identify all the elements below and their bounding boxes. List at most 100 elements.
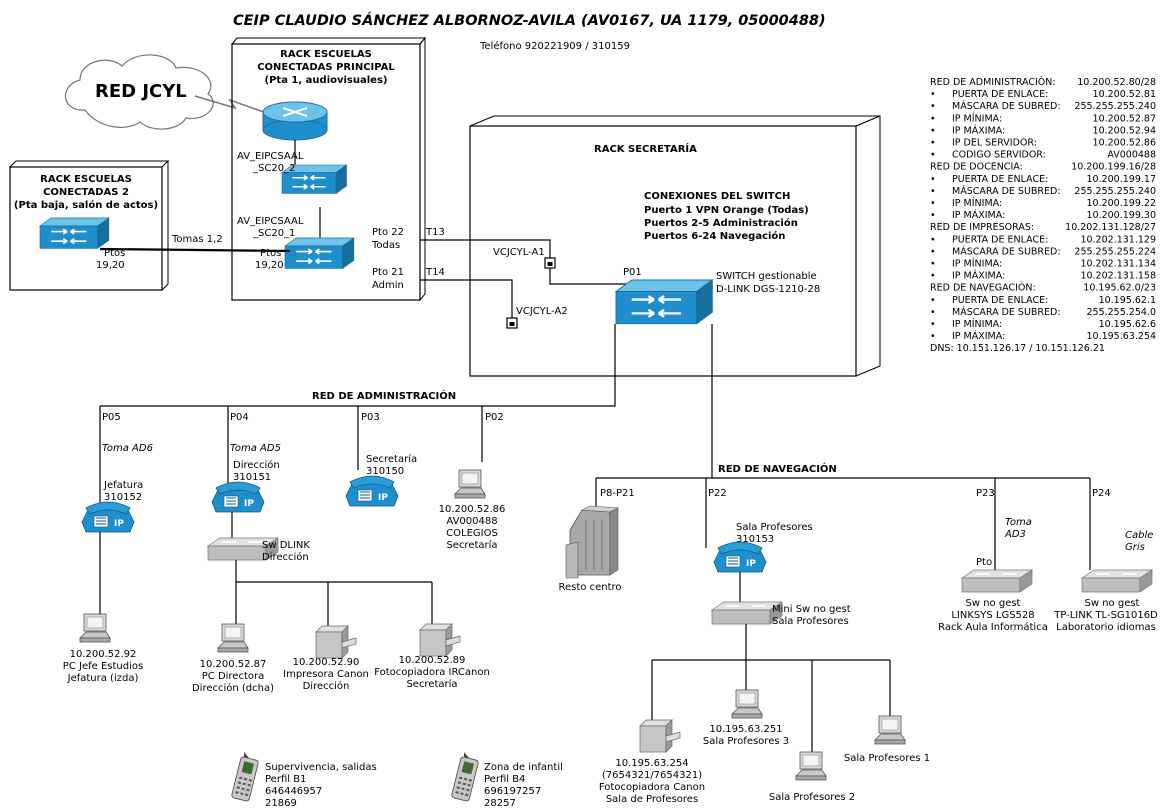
mobile2-l3: 696197257 [484, 786, 541, 797]
server-ip: 10.200.52.86 [439, 504, 506, 515]
switch-label-sc20-1b: _SC20_1 [252, 228, 295, 239]
switch-icon-tplink [1081, 569, 1153, 593]
pc-directora-name: PC Directora [202, 671, 265, 682]
net-info-value: 10.200.52.81 [1093, 89, 1156, 100]
copier-sala-pwd: (7654321/7654321) [602, 770, 702, 781]
mobile-phone-icon-b1 [230, 751, 260, 803]
t13-label: T13 [425, 227, 445, 238]
net-info-label: PUERTA DE ENLACE: [952, 295, 1048, 306]
net-info-label: PUERTA DE ENLACE: [952, 89, 1048, 100]
network-info-list: RED DE ADMINISTRACIÓN:10.200.52.80/28•PU… [930, 76, 1156, 354]
ptos-left-label2: 19,20 [96, 260, 125, 271]
pc-icon-jefe [79, 613, 111, 643]
switch-name-l2: D-LINK DGS-1210-28 [716, 284, 820, 295]
rack2-line1: RACK ESCUELAS [40, 174, 132, 185]
mobile1-l1: Supervivencia, salidas [265, 762, 377, 773]
rack-principal-line3: (Pta 1, audiovisuales) [265, 75, 388, 86]
ptos-left-label1: Ptos [104, 248, 125, 259]
tplink-l3: Laboratorio idiomas [1056, 622, 1156, 633]
copier-sala-name: Fotocopiadora Canon [599, 782, 705, 793]
secretaria-label: Secretaría [366, 453, 417, 465]
pto21-label: Pto 21 [372, 267, 404, 278]
net-info-bullet: • [930, 125, 936, 136]
mini-sw-l1: Mini Sw no gest [772, 604, 851, 615]
net-info-bullet: • [930, 113, 936, 124]
tplink-l1: Sw no gest [1085, 598, 1140, 609]
cable-gris-l1: Cable [1125, 530, 1153, 541]
switch-conn-line3: Puertos 6-24 Navegación [644, 230, 785, 242]
switch-conn-title: CONEXIONES DEL SWITCH [644, 191, 790, 202]
cloud-label: RED JCYL [95, 81, 187, 102]
tomas-label: Tomas 1,2 [171, 234, 223, 245]
switch-label-sc20-2b: _SC20_2 [252, 163, 295, 174]
mobile1-l3: 646446957 [265, 786, 322, 797]
mobile2-l2: Perfil B4 [484, 774, 525, 785]
net-info-value: 10.200.199.30 [1086, 210, 1156, 221]
net-info-label: IP MÍNIMA: [952, 318, 1002, 330]
rack2-line2: CONECTADAS 2 [43, 187, 129, 198]
net-info-value: 10.202.131.128/27 [1065, 222, 1156, 233]
copier-location: Secretaría [406, 678, 457, 690]
switch-icon-linksys [961, 569, 1033, 593]
net-info-label: RED DE DOCENCIA: [930, 162, 1023, 173]
pc-icon-directora [217, 623, 249, 653]
net-info-bullet: • [930, 319, 936, 330]
net-info-label: IP MÍNIMA: [952, 197, 1002, 209]
copier-icon-sala [639, 719, 681, 753]
net-info-value: 255.255.255.224 [1074, 246, 1156, 257]
copier-name: Fotocopiadora IRCanon [374, 667, 490, 678]
red-jcyl-cloud: RED JCYL [64, 54, 214, 130]
building-icon [565, 505, 620, 579]
rack-secretaria-title: RACK SECRETARÍA [594, 142, 697, 155]
net-info-label: DNS: 10.151.126.17 / 10.151.126.21 [930, 343, 1105, 354]
rack-principal: RACK ESCUELAS CONECTADAS PRINCIPAL (Pta … [230, 36, 427, 302]
t14-label: T14 [425, 267, 445, 278]
copier-ip: 10.200.52.89 [399, 655, 466, 666]
pc-icon-sala2 [795, 751, 827, 781]
pc-icon-sala1 [874, 715, 906, 745]
p03-label: P03 [361, 412, 380, 423]
net-info-value: 255.255.255.240 [1074, 101, 1156, 112]
server-colegios: COLEGIOS [446, 528, 498, 539]
mini-sw-l2: Sala Profesores [772, 616, 849, 627]
net-info-bullet: • [930, 198, 936, 209]
copier-icon-ircanon [419, 623, 461, 657]
p24-label: P24 [1092, 488, 1111, 499]
net-info-label: MÁSCARA DE SUBRED: [952, 306, 1061, 318]
switch-icon-sc20-1 [284, 237, 355, 270]
net-info-bullet: • [930, 331, 936, 342]
net-info-label: IP MÁXIMA: [952, 209, 1005, 221]
secretaria-ext: 310150 [366, 466, 404, 477]
net-info-bullet: • [930, 307, 936, 318]
nav-net-title: RED DE NAVEGACIÓN [718, 462, 837, 475]
mobile-phone-icon-b4 [450, 751, 480, 803]
admin-label: Admin [372, 280, 404, 291]
net-info-label: RED DE IMPRESORAS: [930, 222, 1034, 233]
net-info-value: 10.195.63.254 [1086, 331, 1156, 342]
printer-ip: 10.200.52.90 [293, 657, 360, 668]
mobile1-l2: Perfil B1 [265, 774, 306, 785]
net-info-value: 10.200.199.16/28 [1071, 162, 1156, 173]
toma-ad3-l2: AD3 [1004, 529, 1026, 540]
switch-icon-rack2 [39, 217, 110, 250]
net-info-label: IP MÍNIMA: [952, 258, 1002, 270]
net-info-bullet: • [930, 150, 936, 161]
net-info-label: PUERTA DE ENLACE: [952, 174, 1048, 185]
net-info-bullet: • [930, 295, 936, 306]
net-info-value: 10.200.199.17 [1086, 174, 1156, 185]
phone-number: Teléfono 920221909 / 310159 [479, 40, 630, 52]
net-info-value: 10.195.62.0/23 [1083, 283, 1156, 294]
toma-ad3-l1: Toma [1005, 517, 1032, 528]
server-code: AV000488 [446, 516, 497, 527]
net-info-label: IP DEL SERVIDOR: [952, 138, 1037, 149]
jefatura-label: Jefatura [103, 480, 143, 491]
server-pc-icon [454, 469, 486, 499]
socket-icon-a1 [544, 257, 556, 269]
phone-icon-jefatura [81, 501, 135, 533]
p01-label: P01 [623, 267, 642, 278]
linksys-l3: Rack Aula Informática [938, 621, 1048, 633]
net-info-bullet: • [930, 246, 936, 257]
net-info-value: 10.202.131.129 [1080, 234, 1156, 245]
mobile2-l1: Zona de infantil [484, 762, 563, 773]
net-info-label: IP MÍNIMA: [952, 112, 1002, 124]
